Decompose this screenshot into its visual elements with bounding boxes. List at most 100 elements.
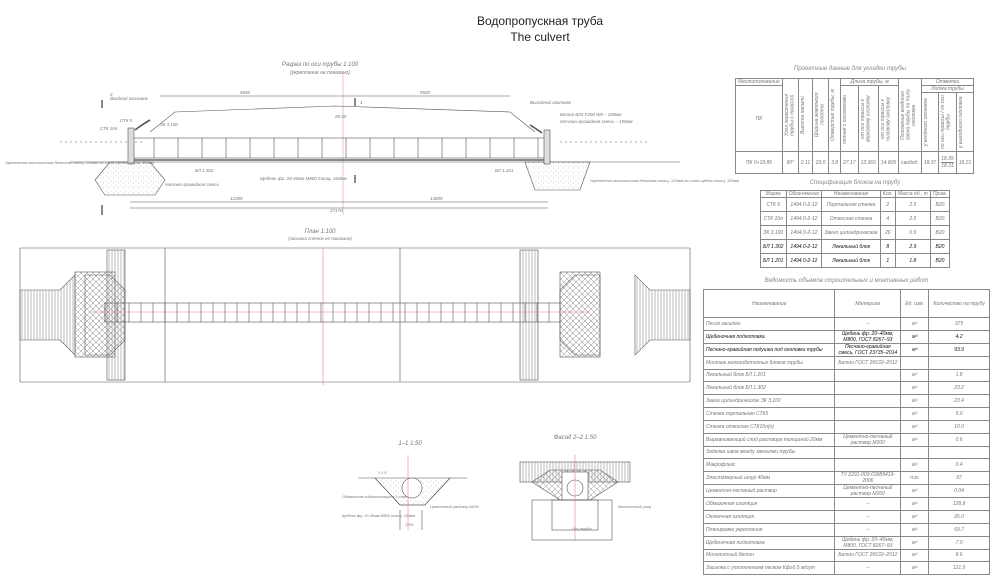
table-cell: м³ — [900, 432, 930, 447]
table-cell: м² — [900, 522, 930, 537]
cut-mark-2: 2 — [109, 92, 113, 97]
table-cell: 1494.0-2-12 — [785, 197, 823, 212]
th-angle: Угол пересечения трубы с трассой — [783, 94, 796, 136]
sand-label: песчано-гравийная смесь — [165, 181, 220, 187]
table-cell: 1.8 — [894, 253, 931, 268]
inlet-foundation — [94, 161, 166, 196]
right-slope-hatch — [519, 249, 539, 381]
table-cell — [834, 419, 902, 434]
pipe-axis-label: Ось трубы — [572, 527, 592, 531]
table-cell: 2.9 — [894, 239, 931, 254]
table-cell: Бетон ГОСТ 26633–2012 — [834, 548, 902, 563]
bl1201-label: БЛ 1.201 — [495, 168, 514, 173]
table-cell — [834, 381, 902, 396]
cell-down: 14.805 — [877, 151, 900, 174]
section-gravel-label: Щебень фр. 20-40мм М800 толщ. 100мм — [342, 514, 416, 518]
column-header: Количество на трубу — [928, 289, 990, 318]
th-diam: Отверстие трубы, м — [830, 89, 837, 141]
table-cell: 0.6 — [928, 432, 990, 447]
longitudinal-section: Разрез по оси трубы 1:100 (укрепление не… — [5, 62, 739, 215]
table-cell — [834, 406, 902, 421]
section-title: Разрез по оси трубы 1:100 — [282, 62, 359, 68]
table-cell: Монолитный бетон — [702, 548, 836, 563]
th-width: Ширина земляного полотна — [814, 92, 826, 138]
table-cell: Заделка швов между звеньями трубы — [702, 445, 836, 460]
table-cell: Цементно-песчаный раствор М200 — [834, 432, 902, 447]
table-row: Выравнивающий слой раствора толщиной 20м… — [702, 432, 990, 447]
outlet-wall — [543, 129, 551, 165]
table-cell: м³ — [900, 394, 930, 408]
table-cell: – — [834, 561, 902, 576]
cell-diam: 3.8 — [828, 151, 842, 174]
table-cell: м³ — [900, 484, 930, 499]
table-cell: Лекальный блок — [821, 239, 881, 254]
plan-title: План 1:100 — [304, 229, 336, 235]
table-cell: 2.5 — [894, 211, 931, 226]
th-pk: ПК — [735, 85, 783, 152]
table-cell: м³ — [900, 406, 930, 421]
cell-out: 18.21 — [955, 151, 975, 174]
column-header: Марка — [760, 190, 787, 198]
column-header: Наименование — [702, 289, 836, 318]
table-cell — [928, 445, 990, 460]
table-cell: Звено цилиндрическое ЗК 3.100 — [702, 394, 836, 408]
table-cell: 0.4 — [928, 458, 990, 473]
table-cell: м³ — [900, 342, 930, 357]
table-cell — [928, 355, 990, 370]
column-header: Прим. — [929, 190, 951, 198]
table-cell — [900, 445, 930, 460]
cut-mark-1: 1 — [360, 100, 363, 105]
th-down: от оси трассы к низовому оголовку — [879, 96, 892, 141]
cell-height: 2.11 — [797, 151, 814, 174]
table-cell: м² — [900, 509, 930, 524]
table-cell: Щебеночная подготовка — [702, 535, 836, 550]
table-cell: Обмазочная изоляция — [702, 497, 836, 511]
table-cell: 69.7 — [928, 522, 990, 537]
stop-label: Монолитный упор — [618, 505, 651, 509]
table-cell: Стенка портальная СТК5 — [702, 406, 836, 421]
table-cell — [834, 394, 902, 408]
plan-pipe-segments — [104, 303, 550, 322]
table-cell: м³ — [900, 329, 930, 344]
table-row: Песчано-гравийная подушка под оголовки т… — [702, 342, 990, 357]
table-cell — [834, 368, 902, 383]
inlet-wall — [127, 127, 135, 165]
table-cell: В20 — [929, 211, 951, 226]
th-location: Местоположение — [735, 78, 783, 86]
table-cell: – — [834, 497, 902, 511]
table-cell: В20 — [929, 239, 951, 254]
table-cell: Щебень фр. 20–40мм, М800, ГОСТ 8267–93 — [834, 535, 902, 550]
table-cell: м³ — [900, 419, 930, 434]
cell-in: 18.37 — [920, 151, 940, 174]
table-cell: 0.04 — [928, 484, 990, 499]
table-cell: м³ — [900, 458, 930, 473]
table-cell: 121.5 — [928, 561, 990, 576]
cell-angle: 90° — [781, 151, 799, 174]
table-row: Засыпка с уплотнением песком Кф≥0,5 м/су… — [702, 561, 990, 576]
table-cell: – — [834, 522, 902, 537]
table-cell: 7.0 — [928, 535, 990, 550]
table-cell — [900, 355, 930, 370]
table-cell: м³ — [900, 381, 930, 396]
column-header: Масса ед., т — [894, 190, 931, 198]
table-cell: 93.9 — [928, 342, 990, 357]
outlet-label: Выходной оголовок — [530, 99, 572, 105]
table-cell: 1494.0-2-12 — [785, 239, 823, 254]
th-height: Высота насыпи — [799, 96, 806, 134]
left-reinforcement-label: Укрепление монолитным бетоном толщ. 100м… — [5, 160, 154, 165]
